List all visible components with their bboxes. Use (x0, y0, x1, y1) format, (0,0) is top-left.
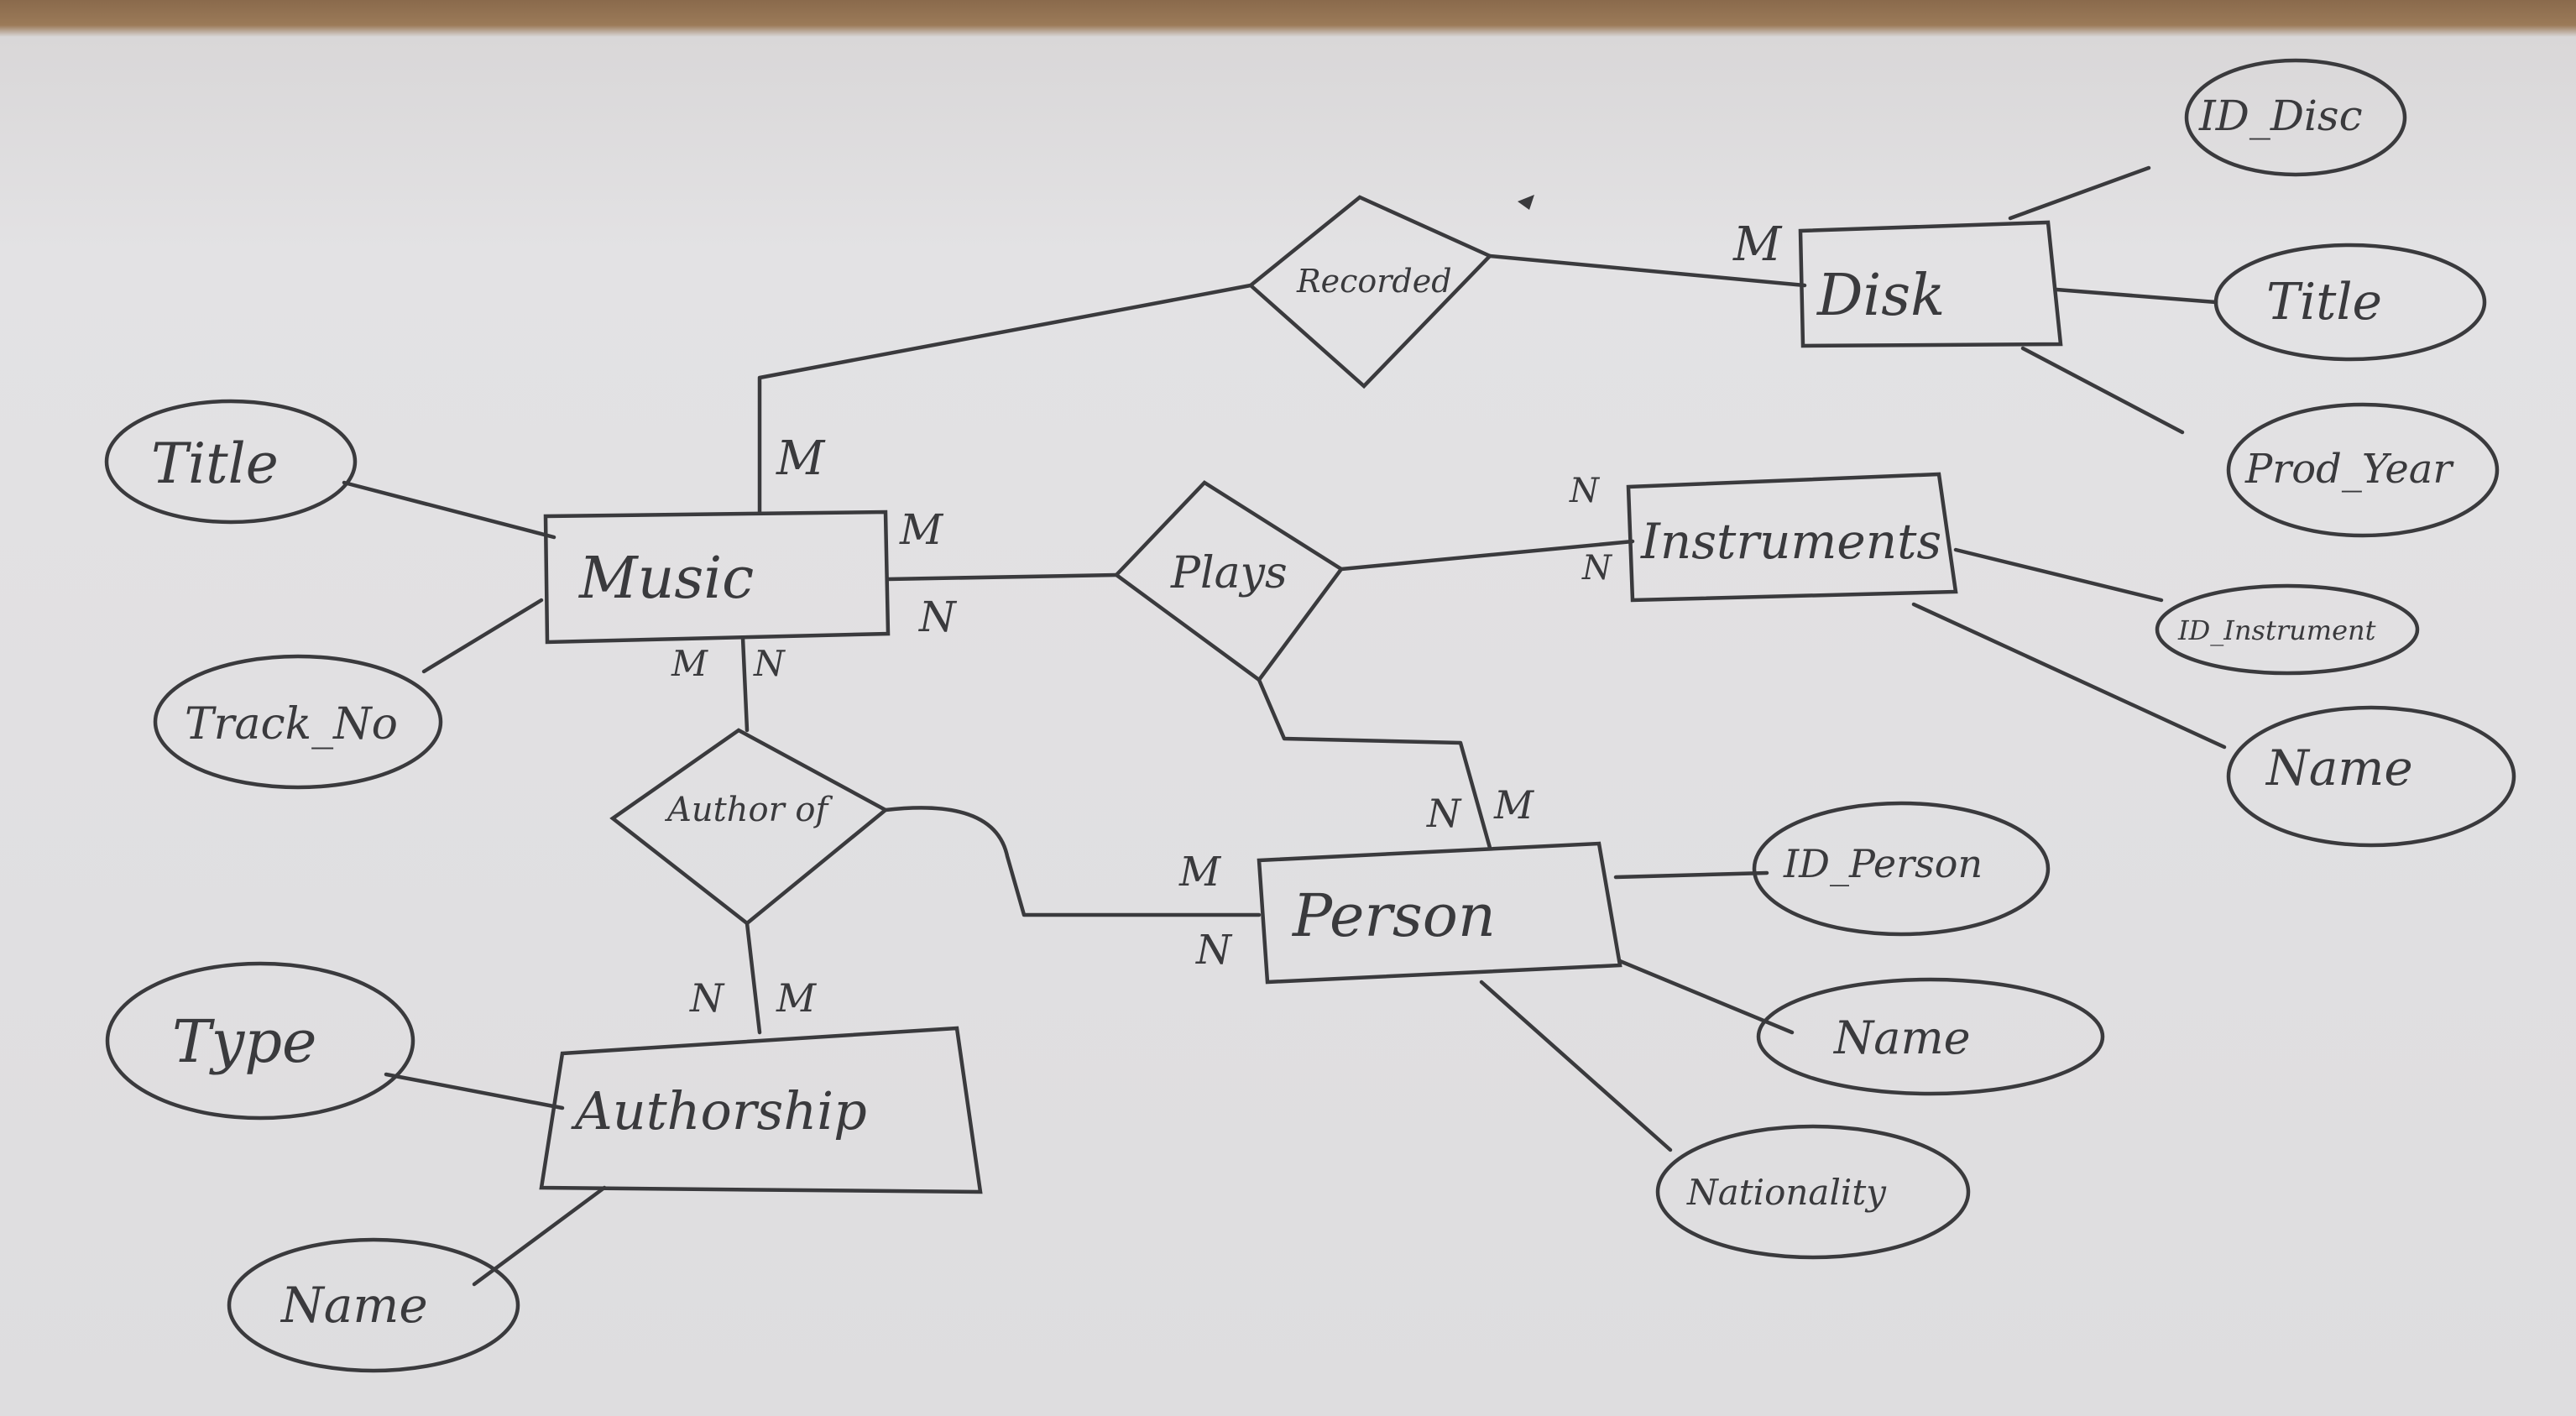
card-music-plays-2: N (918, 593, 958, 641)
attribute-id-instrument-label: ID_Instrument (2177, 614, 2376, 646)
attribute-music-title-label: Title (151, 431, 279, 496)
line-recorded-disk (1487, 253, 1807, 288)
attribute-track-no-label: Track_No (185, 699, 398, 750)
attribute-disk-title-label: Title (2266, 273, 2382, 332)
card-music-recorded: M (776, 431, 826, 486)
attribute-id-disc-label: ID_Disc (2198, 91, 2363, 140)
attribute-instrument-name-label: Name (2265, 739, 2413, 797)
attribute-instrument-name[interactable]: Name (2226, 705, 2516, 848)
line-person-idperson (1613, 870, 1769, 880)
card-music-author-1: M (671, 643, 708, 684)
card-authorship-author-2: M (776, 975, 818, 1021)
attribute-id-person-label: ID_Person (1783, 841, 1983, 886)
card-person-author-1: M (1178, 849, 1222, 896)
attribute-authorship-name-label: Name (280, 1277, 428, 1334)
attribute-id-person[interactable]: ID_Person (1752, 801, 2051, 937)
line-music-trackno (421, 598, 544, 674)
card-instruments-plays-1: N (1569, 472, 1601, 510)
ink-mark (1518, 195, 1534, 210)
card-music-author-2: N (753, 643, 786, 684)
cardinality-labels: M M M N N N N M M N M N N M (671, 217, 1783, 1021)
connector-lines (342, 165, 2227, 1287)
card-authorship-author-1: N (689, 975, 725, 1021)
entity-person-label: Person (1291, 881, 1496, 950)
entity-person[interactable]: Person (1257, 841, 1622, 985)
line-authorof-authorship (745, 921, 762, 1035)
entity-disk[interactable]: Disk (1798, 220, 2063, 348)
line-authorship-name (472, 1185, 607, 1287)
line-music-recorded (757, 283, 1253, 515)
relationship-plays-label: Plays (1170, 548, 1288, 598)
card-person-plays-2: M (1493, 782, 1535, 828)
card-disk-recorded: M (1732, 217, 1783, 272)
line-music-plays (886, 572, 1119, 582)
line-authorof-person (883, 806, 1262, 917)
line-music-title (342, 480, 556, 540)
card-instruments-plays-2: N (1581, 549, 1613, 588)
entity-instruments[interactable]: Instruments (1626, 472, 1958, 603)
line-plays-instruments (1339, 539, 1635, 572)
relationship-plays[interactable]: Plays (1113, 480, 1345, 683)
attribute-music-title[interactable]: Title (104, 399, 358, 525)
line-person-nationality (1479, 980, 1673, 1152)
relationship-recorded[interactable]: Recorded (1247, 195, 1493, 389)
attribute-prod-year[interactable]: Prod_Year (2226, 402, 2500, 538)
line-plays-person (1257, 677, 1492, 850)
line-disk-iddisc (2008, 165, 2151, 221)
attribute-person-name[interactable]: Name (1756, 977, 2105, 1096)
attribute-id-instrument[interactable]: ID_Instrument (2155, 583, 2420, 676)
entity-authorship[interactable]: Authorship (539, 1026, 983, 1194)
attribute-track-no[interactable]: Track_No (153, 654, 443, 790)
attribute-id-disc[interactable]: ID_Disc (2184, 58, 2407, 177)
card-music-plays-1: M (899, 505, 944, 554)
entity-music-label: Music (577, 546, 754, 612)
line-instruments-idinstrument (1953, 547, 2164, 603)
relationship-author-of[interactable]: Author of (609, 728, 890, 926)
card-person-plays-1: N (1426, 791, 1462, 836)
attribute-type[interactable]: Type (105, 961, 415, 1121)
relationship-recorded-label: Recorded (1296, 263, 1452, 300)
entity-music[interactable]: Music (543, 509, 891, 645)
attribute-disk-title[interactable]: Title (2213, 243, 2487, 362)
entity-disk-label: Disk (1816, 263, 1945, 329)
entity-instruments-label: Instruments (1640, 513, 1941, 570)
attribute-person-name-label: Name (1832, 1011, 1971, 1064)
card-person-author-2: N (1195, 927, 1233, 974)
line-authorship-type (384, 1072, 565, 1110)
line-disk-prodyear (2020, 346, 2185, 435)
line-disk-title (2054, 287, 2218, 305)
attribute-nationality-label: Nationality (1686, 1172, 1887, 1213)
line-instruments-name (1911, 602, 2227, 750)
attribute-type-label: Type (172, 1007, 316, 1076)
relationship-author-of-label: Author of (664, 791, 833, 829)
entity-authorship-label: Authorship (571, 1080, 867, 1142)
attribute-nationality[interactable]: Nationality (1655, 1124, 1971, 1260)
attribute-prod-year-label: Prod_Year (2244, 446, 2454, 493)
line-music-authorof (740, 635, 750, 733)
attribute-authorship-name[interactable]: Name (227, 1237, 520, 1373)
